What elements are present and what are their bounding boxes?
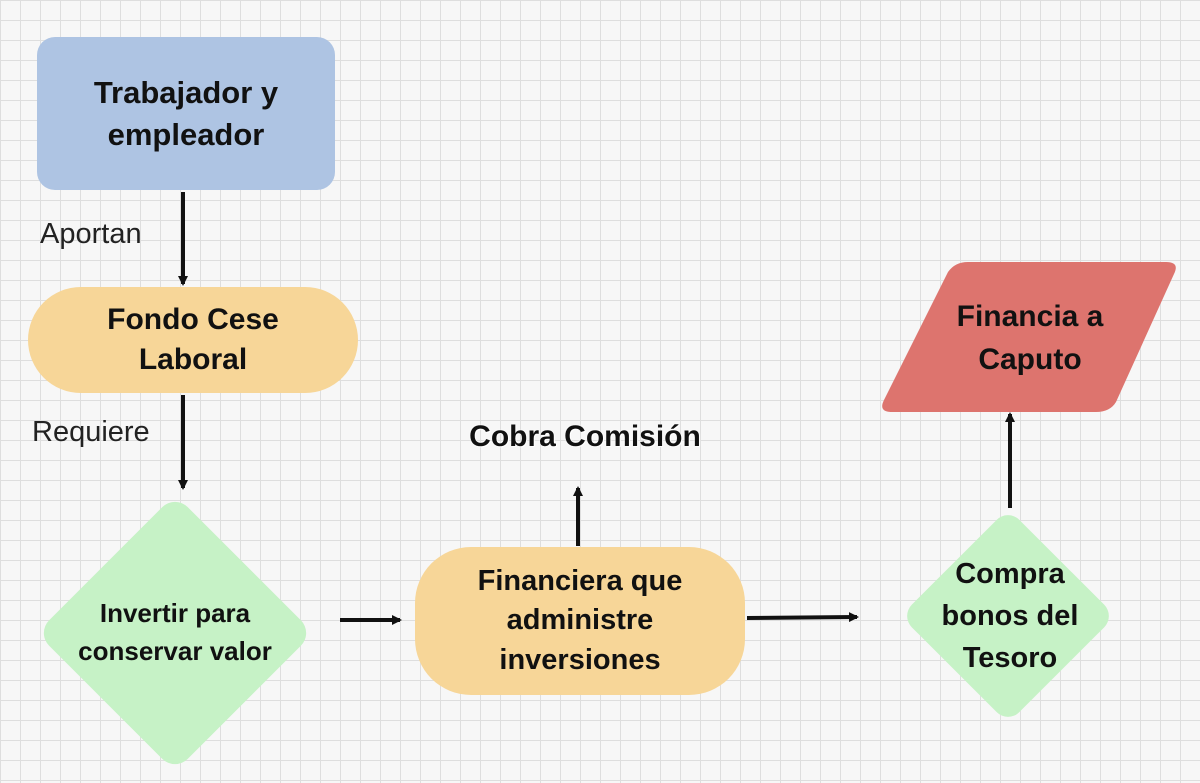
fondo-line-2: Laboral [138, 343, 248, 376]
trabajador-empleador-node[interactable]: Trabajador y empleador [37, 37, 335, 190]
financiera-line-1: Financiera que [477, 565, 683, 598]
financia-node-text: Financia a Caputo [905, 285, 1155, 391]
cobra-comision-label: Cobra Comisión [469, 420, 701, 453]
invertir-line-3: valor [209, 636, 272, 666]
invertir-line-1: Invertir para [99, 598, 251, 629]
arrow-financiera-to-compra [746, 612, 859, 623]
financiera-line-2: administre [506, 604, 654, 637]
financia-parallelogram-shape[interactable] [882, 262, 1176, 412]
trabajador-line-2: empleador [107, 116, 265, 152]
financia-line-1: Financia a [956, 299, 1104, 333]
invertir-node-text: Invertir para conservar valor [75, 555, 275, 711]
edge-label-aportan: Aportan [40, 218, 142, 250]
fondo-line-1: Fondo Cese [107, 302, 279, 336]
financiera-line-3: inversiones [499, 643, 661, 676]
compra-line-2: bonos del [941, 599, 1079, 632]
compra-line-1: Compra [955, 557, 1065, 590]
financia-line-2: Caputo [978, 343, 1082, 376]
financiera-node[interactable]: Financiera que administre inversiones [415, 547, 745, 695]
compra-diamond-shape[interactable] [901, 509, 1116, 724]
edge-label-requiere: Requiere [32, 416, 150, 448]
fondo-cese-laboral-node[interactable]: Fondo Cese Laboral [28, 287, 358, 393]
invertir-line-2: conservar [78, 636, 203, 666]
compra-line-3: Tesoro [962, 642, 1058, 675]
invertir-diamond-shape[interactable] [36, 494, 313, 771]
compra-node-text: Compra bonos del Tesoro [910, 540, 1110, 692]
trabajador-line-1: Trabajador y [93, 74, 279, 110]
